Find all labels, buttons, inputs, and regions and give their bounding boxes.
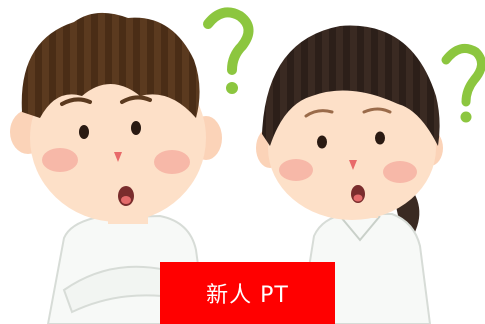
male-nurse-figure (10, 12, 222, 324)
question-mark-icon-right (441, 43, 485, 123)
caption-text: 新人 PT (206, 283, 289, 308)
female-nurse-figure (256, 25, 443, 324)
question-mark-icon-left (203, 7, 254, 94)
caption-box (160, 262, 335, 324)
